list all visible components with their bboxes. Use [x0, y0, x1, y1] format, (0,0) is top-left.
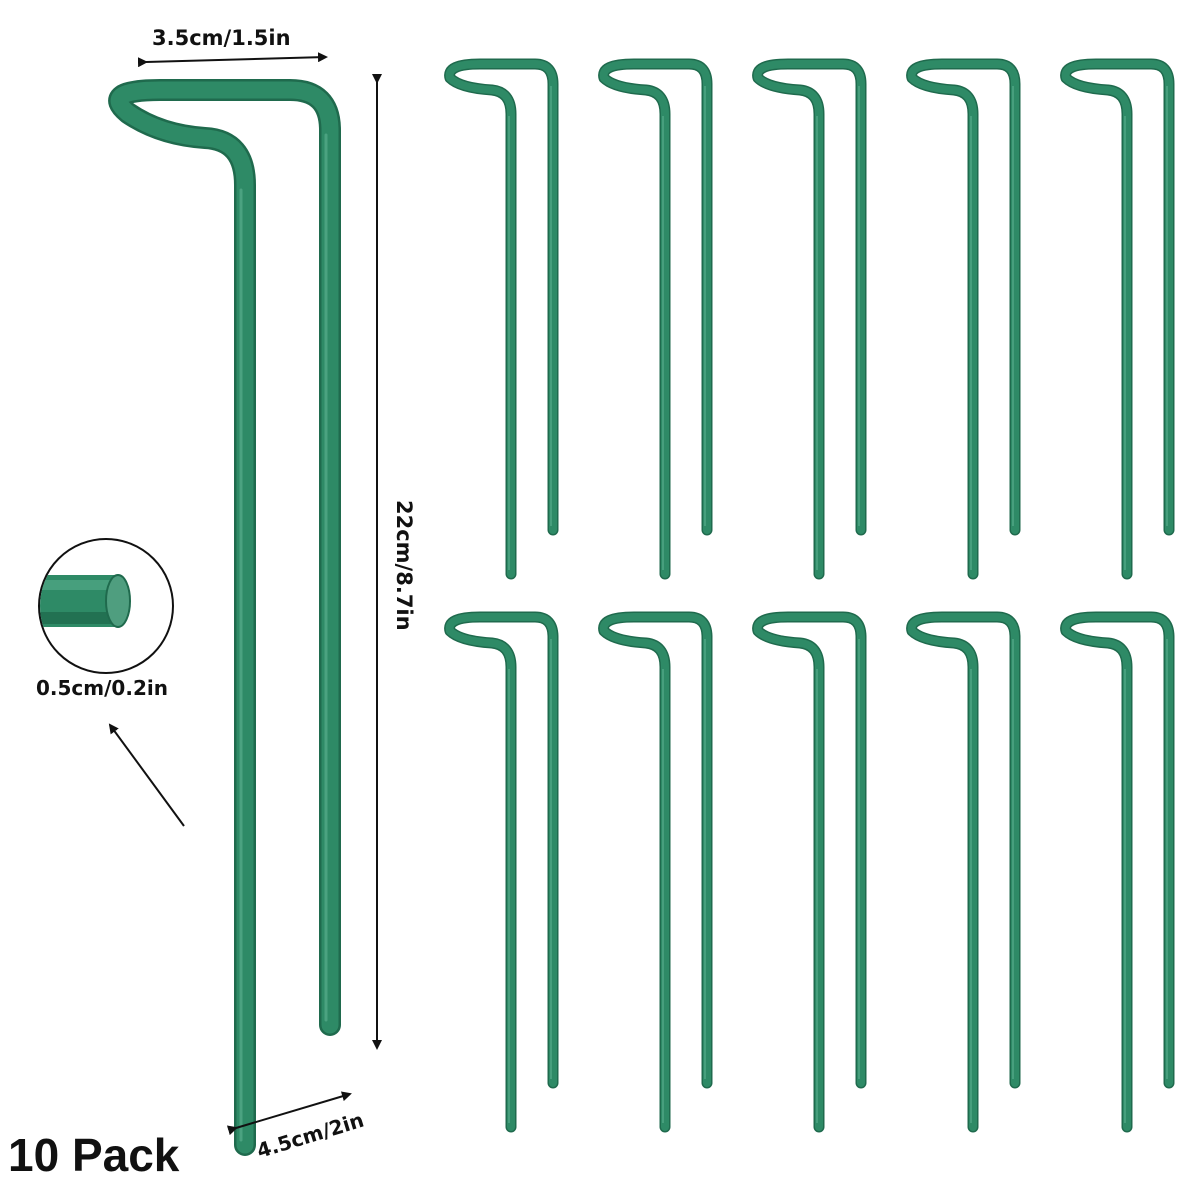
small-stake: [906, 58, 1021, 580]
small-stake: [1060, 611, 1175, 1133]
stake-grid: [444, 58, 1175, 1133]
length-arrow: [226, 1091, 352, 1136]
small-stake: [1060, 58, 1175, 580]
small-stake: [444, 611, 559, 1133]
small-stake: [598, 58, 713, 580]
small-stake: [752, 58, 867, 580]
small-stake: [444, 58, 559, 580]
dimension-arrows: [108, 52, 382, 1136]
small-stake: [906, 611, 1021, 1133]
width-label: 3.5cm/1.5in: [152, 26, 291, 50]
featured-stake: [108, 79, 341, 1156]
small-stake: [598, 611, 713, 1133]
diameter-label: 0.5cm/0.2in: [36, 676, 168, 700]
small-stake: [752, 611, 867, 1133]
pack-count-label: 10 Pack: [8, 1129, 180, 1181]
pointer-arrow: [108, 723, 185, 827]
diameter-closeup: [38, 538, 174, 674]
width-arrow: [137, 52, 328, 68]
height-label: 22cm/8.7in: [392, 500, 416, 631]
